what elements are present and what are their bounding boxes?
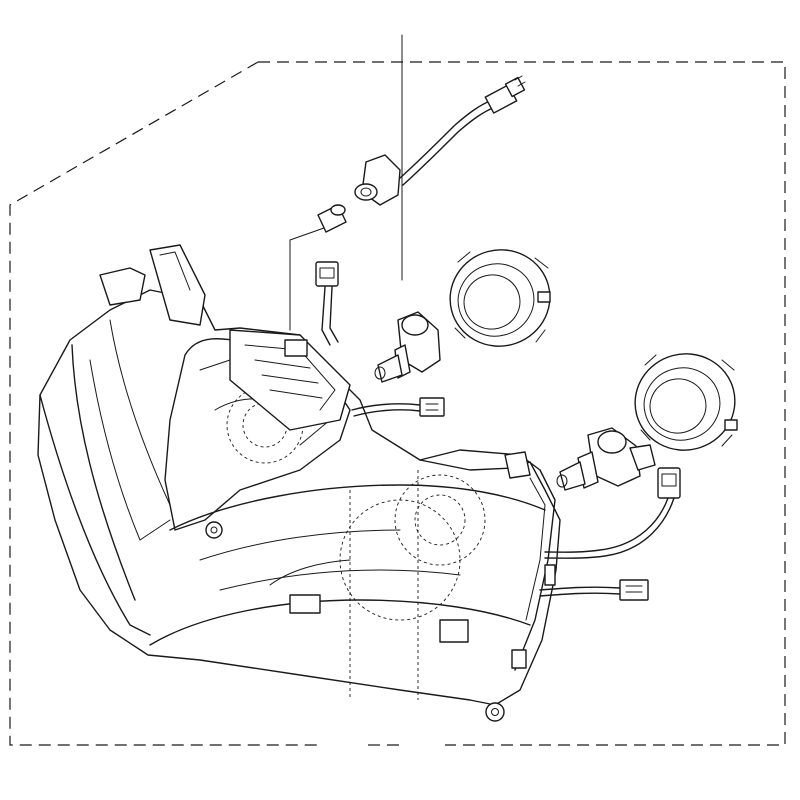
headlight-bulb-lower [556, 427, 656, 491]
assembly-boundary [9, 61, 786, 746]
bulb-dust-cover-upper [449, 249, 551, 347]
headlight-bulb-upper [374, 311, 441, 383]
bulb-dust-cover-lower [634, 353, 738, 451]
bulb-connector [351, 397, 445, 417]
bottom-harness-connector [539, 579, 649, 601]
position-bulb-socket [354, 154, 401, 206]
position-bulb [289, 204, 347, 331]
wiring-connector-upper [315, 261, 339, 346]
wiring-connector-lower [544, 467, 681, 559]
headlight-assembly [37, 244, 561, 722]
bulb-socket-wire-harness [399, 75, 526, 186]
